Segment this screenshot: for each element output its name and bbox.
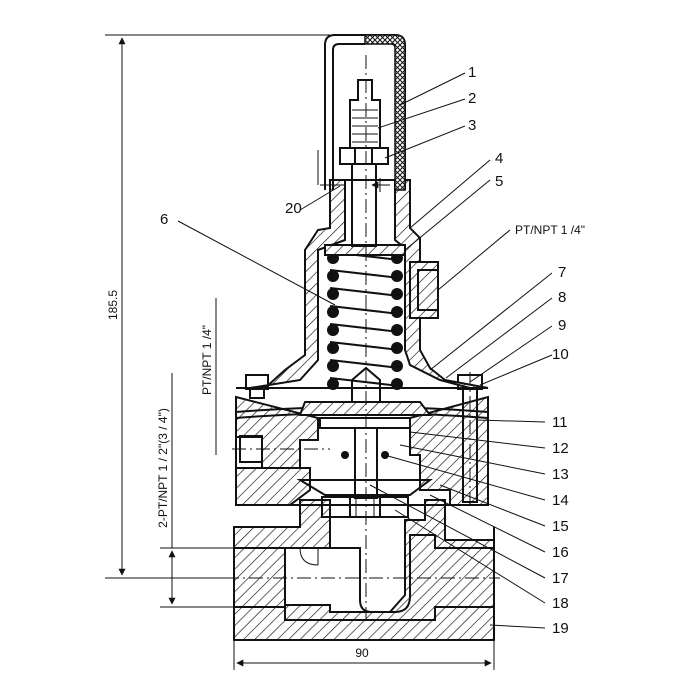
part-label-14: 14 <box>552 492 569 509</box>
spring <box>324 244 406 390</box>
port-size-text: 2-PT/NPT 1 / 2"(3 / 4") <box>156 408 170 528</box>
adjusting-screw <box>339 55 389 620</box>
part-label-6: 6 <box>160 211 168 228</box>
leader-lines <box>177 72 553 629</box>
part-label-4: 4 <box>495 150 503 167</box>
part-labels: 1 2 3 4 5 6 7 8 9 10 11 12 13 14 15 16 1… <box>160 64 585 637</box>
valve-disc <box>321 496 409 518</box>
part-label-8: 8 <box>558 289 566 306</box>
part-label-9: 9 <box>558 317 566 334</box>
part-label-7: 7 <box>558 264 566 281</box>
part-label-12: 12 <box>552 440 569 457</box>
part-label-17: 17 <box>552 570 569 587</box>
valve-bonnet <box>232 387 489 506</box>
flow-arrows <box>317 150 390 192</box>
part-label-11: 11 <box>552 414 568 431</box>
dimension-width: 90 <box>233 625 495 670</box>
dimension-width-text: 90 <box>355 646 369 660</box>
left-port-text: PT/NPT 1 /4" <box>200 325 214 395</box>
part-label-3: 3 <box>468 117 476 134</box>
dimension-left-port: PT/NPT 1 /4" <box>200 298 217 455</box>
part-label-10: 10 <box>552 346 569 363</box>
part-label-2: 2 <box>468 90 476 107</box>
diaphragm <box>235 401 489 429</box>
spring-housing <box>240 179 489 389</box>
dimension-height-text: 185.5 <box>106 290 120 320</box>
part-label-1: 1 <box>468 64 476 81</box>
dimension-port-size: 2-PT/NPT 1 / 2"(3 / 4") <box>156 373 235 608</box>
part-label-18: 18 <box>552 595 569 612</box>
protective-cap <box>324 34 406 191</box>
dimension-height: 185.5 <box>105 34 330 579</box>
valve-body <box>233 499 495 641</box>
part-label-16: 16 <box>552 544 569 561</box>
part-label-19: 19 <box>552 620 569 637</box>
part-label-15: 15 <box>552 518 569 535</box>
valve-stem <box>296 366 433 499</box>
part-label-20: 20 <box>285 200 302 217</box>
right-port-text: PT/NPT 1 /4" <box>515 223 585 237</box>
part-label-13: 13 <box>552 466 569 483</box>
part-label-5: 5 <box>495 173 503 190</box>
